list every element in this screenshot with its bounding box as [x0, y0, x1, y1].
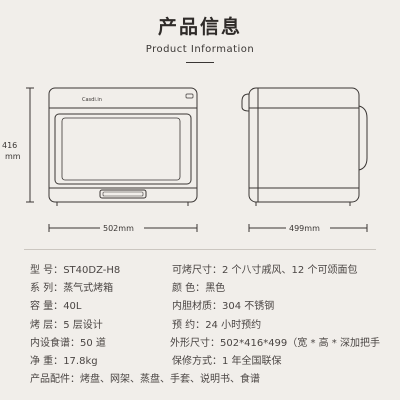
spec-row: 烤 层：5 层设计 预 约：24 小时预约 [30, 317, 380, 335]
spec-value: ST40DZ-H8 [63, 265, 121, 276]
width-dimension-value: 502mm [103, 224, 134, 233]
spec-label: 容 量： [30, 301, 64, 313]
spec-label: 内设食谱： [30, 337, 80, 349]
spec-label: 净 重： [30, 356, 64, 368]
spec-value: 烤盘、网架、蒸盘、手套、说明书、食谱 [80, 374, 260, 386]
spec-value: 黑色 [205, 283, 226, 295]
spec-label: 保修方式： [172, 356, 222, 368]
spec-row: 型 号：ST40DZ-H8 可烤尺寸：2 个八寸戚风、12 个可颂面包 [30, 262, 380, 280]
section-divider [24, 249, 376, 250]
oven-side-view [241, 87, 368, 206]
oven-dimension-drawing: Casdi.in 416 mm 502mm 499mm [2, 87, 368, 233]
spec-label: 外形尺寸： [170, 337, 221, 349]
spec-label: 颜 色： [172, 283, 206, 295]
spec-label: 内胆材质： [172, 301, 222, 313]
spec-value: 502*416*499（宽 * 高 * 深加把手 [220, 337, 380, 349]
spec-row: 内设食谱：50 道 外形尺寸：502*416*499（宽 * 高 * 深加把手 [30, 335, 380, 353]
spec-value: 40L [63, 301, 82, 313]
spec-value: 304 不锈钢 [222, 301, 275, 313]
spec-label: 产品配件： [30, 374, 80, 386]
spec-value: 50 道 [80, 337, 106, 349]
spec-label: 烤 层： [30, 319, 64, 331]
height-dimension-value: 416 [2, 141, 17, 150]
spec-value: 2 个八寸戚风、12 个可颂面包 [222, 265, 358, 276]
page-subtitle: Product Information [145, 44, 255, 55]
spec-row-accessories: 产品配件：烤盘、网架、蒸盘、手套、说明书、食谱 [30, 371, 380, 389]
width-dimension-line [48, 224, 198, 232]
spec-label: 系 列： [30, 283, 64, 295]
spec-value: 蒸气式烤箱 [63, 283, 114, 295]
page-title: 产品信息 [157, 16, 242, 38]
spec-row: 系 列：蒸气式烤箱 颜 色：黑色 [30, 280, 380, 298]
spec-label: 可烤尺寸： [172, 265, 222, 276]
subtitle-underline [186, 62, 214, 63]
depth-dimension-line [248, 224, 368, 232]
spec-value: 5 层设计 [63, 319, 103, 331]
spec-value: 17.8kg [63, 356, 98, 368]
spec-value: 1 年全国联保 [222, 356, 282, 368]
oven-front-view [48, 87, 198, 206]
spec-row: 净 重：17.8kg 保修方式：1 年全国联保 [30, 353, 380, 371]
spec-label: 型 号： [30, 265, 64, 276]
spec-list: 型 号：ST40DZ-H8 可烤尺寸：2 个八寸戚风、12 个可颂面包 系 列：… [30, 262, 380, 389]
spec-row: 容 量：40L 内胆材质：304 不锈钢 [30, 298, 380, 316]
height-dimension-unit: mm [5, 152, 21, 161]
spec-label: 预 约： [172, 319, 206, 331]
depth-dimension-value: 499mm [289, 224, 320, 233]
height-dimension-line [26, 87, 34, 203]
brand-logo-text: Casdi.in [82, 97, 102, 103]
spec-value: 24 小时预约 [205, 319, 262, 331]
